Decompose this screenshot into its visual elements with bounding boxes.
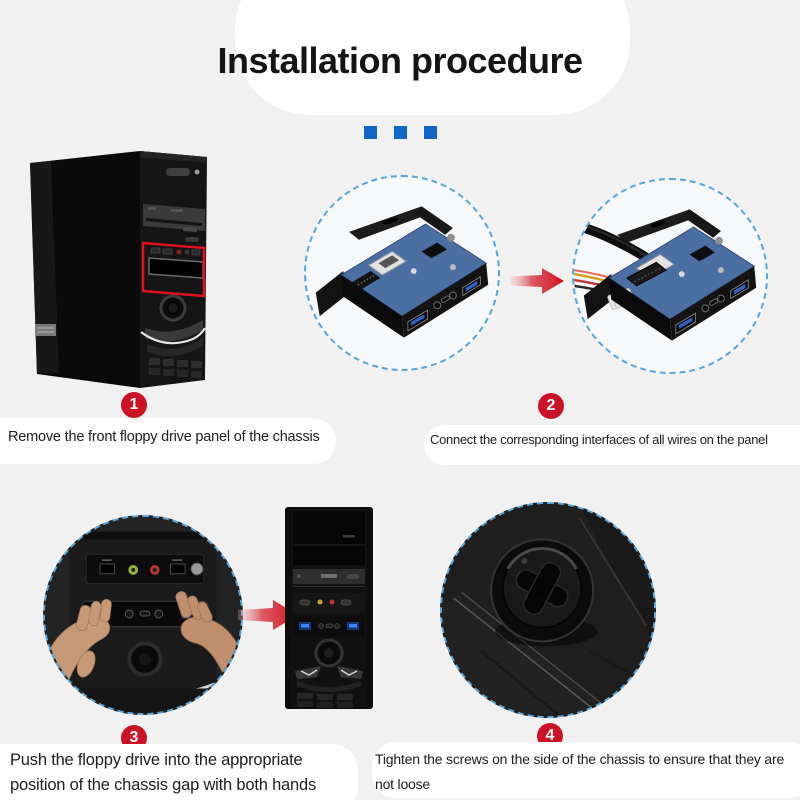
step3-hands-photo — [43, 515, 243, 715]
red-arrow-icon — [510, 268, 564, 294]
title-background-blob — [235, 0, 630, 115]
step3-caption: Push the floppy drive into the appropria… — [10, 751, 317, 794]
step2-panel-photo — [304, 175, 500, 371]
red-arrow-icon — [238, 600, 298, 630]
page-title: Installation procedure — [217, 40, 583, 81]
step3-tower-front-photo — [285, 507, 373, 709]
step4-screw-photo — [440, 502, 656, 718]
decor-squares — [0, 126, 800, 139]
decor-square-icon — [393, 126, 407, 139]
decor-square-icon — [363, 126, 377, 139]
decor-square-icon — [423, 126, 437, 139]
step4-caption-background — [372, 742, 800, 798]
step1-caption: Remove the front floppy drive panel of t… — [8, 429, 320, 445]
floppy-panel-highlight-rect — [141, 241, 206, 298]
step2-panel-wired-photo — [572, 178, 768, 374]
step1-number-badge: 1 — [121, 392, 147, 418]
step2-caption: Connect the corresponding interfaces of … — [430, 432, 768, 447]
step2-number-badge: 2 — [538, 393, 564, 419]
step2-caption-background — [424, 425, 800, 465]
step4-caption: Tighten the screws on the side of the ch… — [375, 751, 785, 792]
step3-caption-background — [0, 744, 358, 800]
step1-chassis-photo — [30, 151, 207, 388]
step1-caption-background — [0, 418, 336, 464]
